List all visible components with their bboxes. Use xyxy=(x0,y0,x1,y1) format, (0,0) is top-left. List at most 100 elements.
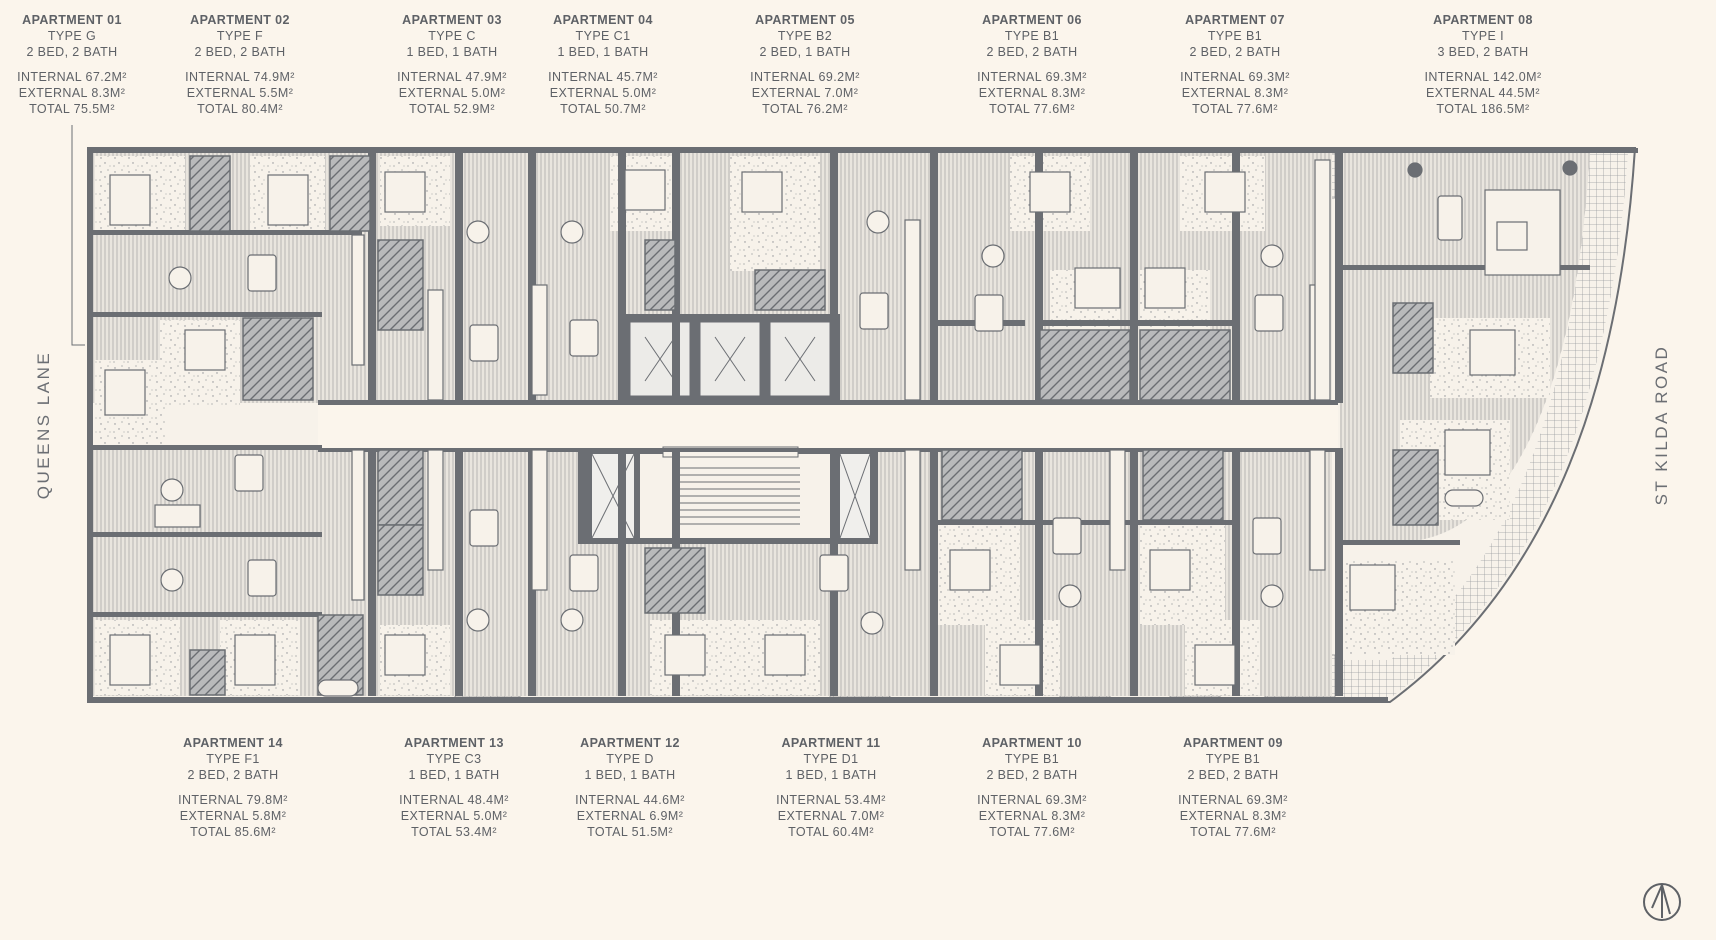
bathroom-floor xyxy=(1142,449,1224,521)
round-table xyxy=(560,608,584,632)
kitchen-bench xyxy=(1309,449,1326,571)
bathtub xyxy=(317,679,359,697)
dining-table xyxy=(859,292,889,330)
apartment-name: APARTMENT 09 xyxy=(1183,736,1283,750)
bed xyxy=(234,634,276,686)
wall xyxy=(618,153,626,403)
north-arrow-icon xyxy=(1643,883,1681,921)
apartment-external: EXTERNAL 8.3M² xyxy=(978,86,1086,100)
apartment-external: EXTERNAL 5.0M² xyxy=(398,86,506,100)
bathroom-floor xyxy=(1392,302,1434,374)
wall xyxy=(92,532,322,537)
apartment-name: APARTMENT 03 xyxy=(402,13,502,27)
kitchen-bench xyxy=(904,449,921,571)
bed xyxy=(764,634,806,676)
apartment-external: EXTERNAL 5.8M² xyxy=(179,809,287,823)
apartment-type: TYPE B2 xyxy=(777,29,833,43)
kitchen-bench xyxy=(351,234,365,366)
apartment-external: EXTERNAL 8.3M² xyxy=(1179,809,1287,823)
wall xyxy=(1340,265,1590,270)
bed xyxy=(1149,549,1191,591)
round-table xyxy=(466,220,490,244)
apartment-external: EXTERNAL 8.3M² xyxy=(1181,86,1289,100)
bathroom-floor xyxy=(644,547,706,614)
apartment-beds: 1 BED, 1 BATH xyxy=(406,45,498,59)
wall xyxy=(930,153,938,403)
round-table xyxy=(1058,584,1082,608)
apartment-internal: INTERNAL 47.9M² xyxy=(397,70,507,84)
kitchen-bench xyxy=(904,219,921,401)
wall xyxy=(528,153,536,403)
apartment-external: EXTERNAL 5.5M² xyxy=(186,86,294,100)
bathroom-floor xyxy=(242,317,314,401)
apartment-type: TYPE B1 xyxy=(1004,29,1060,43)
apartment-total: TOTAL 52.9M² xyxy=(409,102,495,116)
apartment-beds: 2 BED, 2 BATH xyxy=(26,45,118,59)
apartment-total: TOTAL 77.6M² xyxy=(989,825,1075,839)
bed xyxy=(949,549,991,591)
apartment-beds: 1 BED, 1 BATH xyxy=(408,768,500,782)
dining-table xyxy=(247,559,277,597)
bathroom-floor xyxy=(189,155,231,232)
apartment-beds: 2 BED, 2 BATH xyxy=(187,768,279,782)
wall xyxy=(930,448,938,696)
apartment-external: EXTERNAL 5.0M² xyxy=(400,809,508,823)
dining-table xyxy=(569,319,599,357)
apartment-external: EXTERNAL 44.5M² xyxy=(1426,86,1540,100)
wall xyxy=(92,445,322,450)
sofa xyxy=(154,504,201,528)
bathroom-floor xyxy=(754,269,826,311)
apartment-internal: INTERNAL 69.3M² xyxy=(1180,70,1290,84)
kitchen-bench xyxy=(427,289,444,401)
bed xyxy=(664,634,706,676)
apartment-total: TOTAL 50.7M² xyxy=(560,102,646,116)
bathroom-floor xyxy=(189,649,226,696)
round-table xyxy=(1260,244,1284,268)
apartment-beds: 2 BED, 2 BATH xyxy=(986,768,1078,782)
apartment-type: TYPE D xyxy=(606,752,654,766)
wall xyxy=(618,448,626,696)
round-table xyxy=(860,611,884,635)
apartment-internal: INTERNAL 44.6M² xyxy=(575,793,685,807)
apartment-internal: INTERNAL 48.4M² xyxy=(399,793,509,807)
pendant-light xyxy=(1407,162,1423,178)
apartment-internal: INTERNAL 53.4M² xyxy=(776,793,886,807)
wall xyxy=(1232,153,1240,403)
apartment-name: APARTMENT 10 xyxy=(982,736,1082,750)
apartment-name: APARTMENT 13 xyxy=(404,736,504,750)
wall xyxy=(1035,448,1043,696)
apartment-name: APARTMENT 12 xyxy=(580,736,680,750)
bathroom-floor xyxy=(377,239,424,331)
apartment-beds: 2 BED, 2 BATH xyxy=(194,45,286,59)
round-table xyxy=(1260,584,1284,608)
dining-table xyxy=(819,554,849,592)
wall xyxy=(88,148,93,702)
street-label-queens-lane: QUEENS LANE xyxy=(34,350,53,500)
apartment-internal: INTERNAL 69.3M² xyxy=(977,793,1087,807)
dining-table xyxy=(469,509,499,547)
apartment-total: TOTAL 80.4M² xyxy=(197,102,283,116)
round-table xyxy=(160,568,184,592)
apartment-total: TOTAL 60.4M² xyxy=(788,825,874,839)
apartment-internal: INTERNAL 69.3M² xyxy=(977,70,1087,84)
bed xyxy=(384,171,426,213)
bathroom-floor xyxy=(377,524,424,596)
apartment-total: TOTAL 85.6M² xyxy=(190,825,276,839)
apartment-internal: INTERNAL 69.3M² xyxy=(1178,793,1288,807)
bed xyxy=(184,329,226,371)
round-table xyxy=(168,266,192,290)
dining-table xyxy=(569,554,599,592)
round-table xyxy=(981,244,1005,268)
apartment-name: APARTMENT 05 xyxy=(755,13,855,27)
kitchen-bench xyxy=(427,449,444,571)
apartment-beds: 2 BED, 2 BATH xyxy=(1189,45,1281,59)
bed xyxy=(1074,267,1121,309)
apartment-external: EXTERNAL 8.3M² xyxy=(18,86,126,100)
